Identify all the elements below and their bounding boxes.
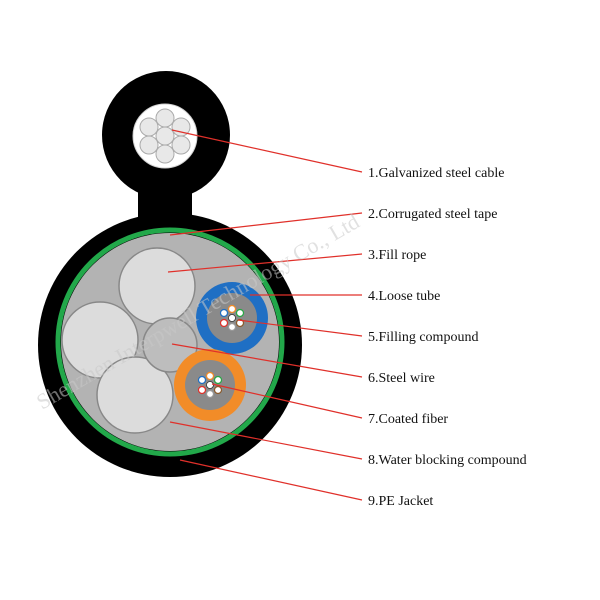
label-galvanized-steel-cable: 1.Galvanized steel cable — [368, 166, 504, 181]
coated-fiber-group — [197, 371, 223, 399]
leader-line — [171, 343, 363, 378]
leader-line — [171, 129, 363, 173]
label-loose-tube: 4.Loose tube — [368, 289, 440, 304]
label-coated-fiber: 7.Coated fiber — [368, 412, 448, 427]
leader-line — [169, 421, 363, 460]
corrugated-steel-tape — [55, 227, 285, 457]
label-water-blocking-compound: 8.Water blocking compound — [368, 453, 527, 468]
label-filling-compound: 5.Filling compound — [368, 330, 478, 345]
leader-line — [167, 253, 363, 273]
loose-tube — [196, 282, 268, 354]
steel-wire — [142, 317, 198, 373]
leader-line — [211, 383, 363, 419]
label-steel-wire: 6.Steel wire — [368, 371, 435, 386]
fill-rope — [61, 301, 139, 379]
label-fill-rope: 3.Fill rope — [368, 248, 426, 263]
leader-line — [179, 459, 363, 501]
label-pe-jacket: 9.PE Jacket — [368, 494, 433, 509]
leader-line — [169, 212, 363, 236]
leader-lines — [167, 129, 363, 501]
leader-line — [237, 319, 363, 337]
label-corrugated-steel-tape: 2.Corrugated steel tape — [368, 207, 497, 222]
coated-fiber-group — [219, 304, 245, 332]
loose-tube-orange — [174, 349, 246, 421]
fill-rope — [96, 356, 174, 434]
galvanized-steel-cable — [132, 103, 198, 169]
